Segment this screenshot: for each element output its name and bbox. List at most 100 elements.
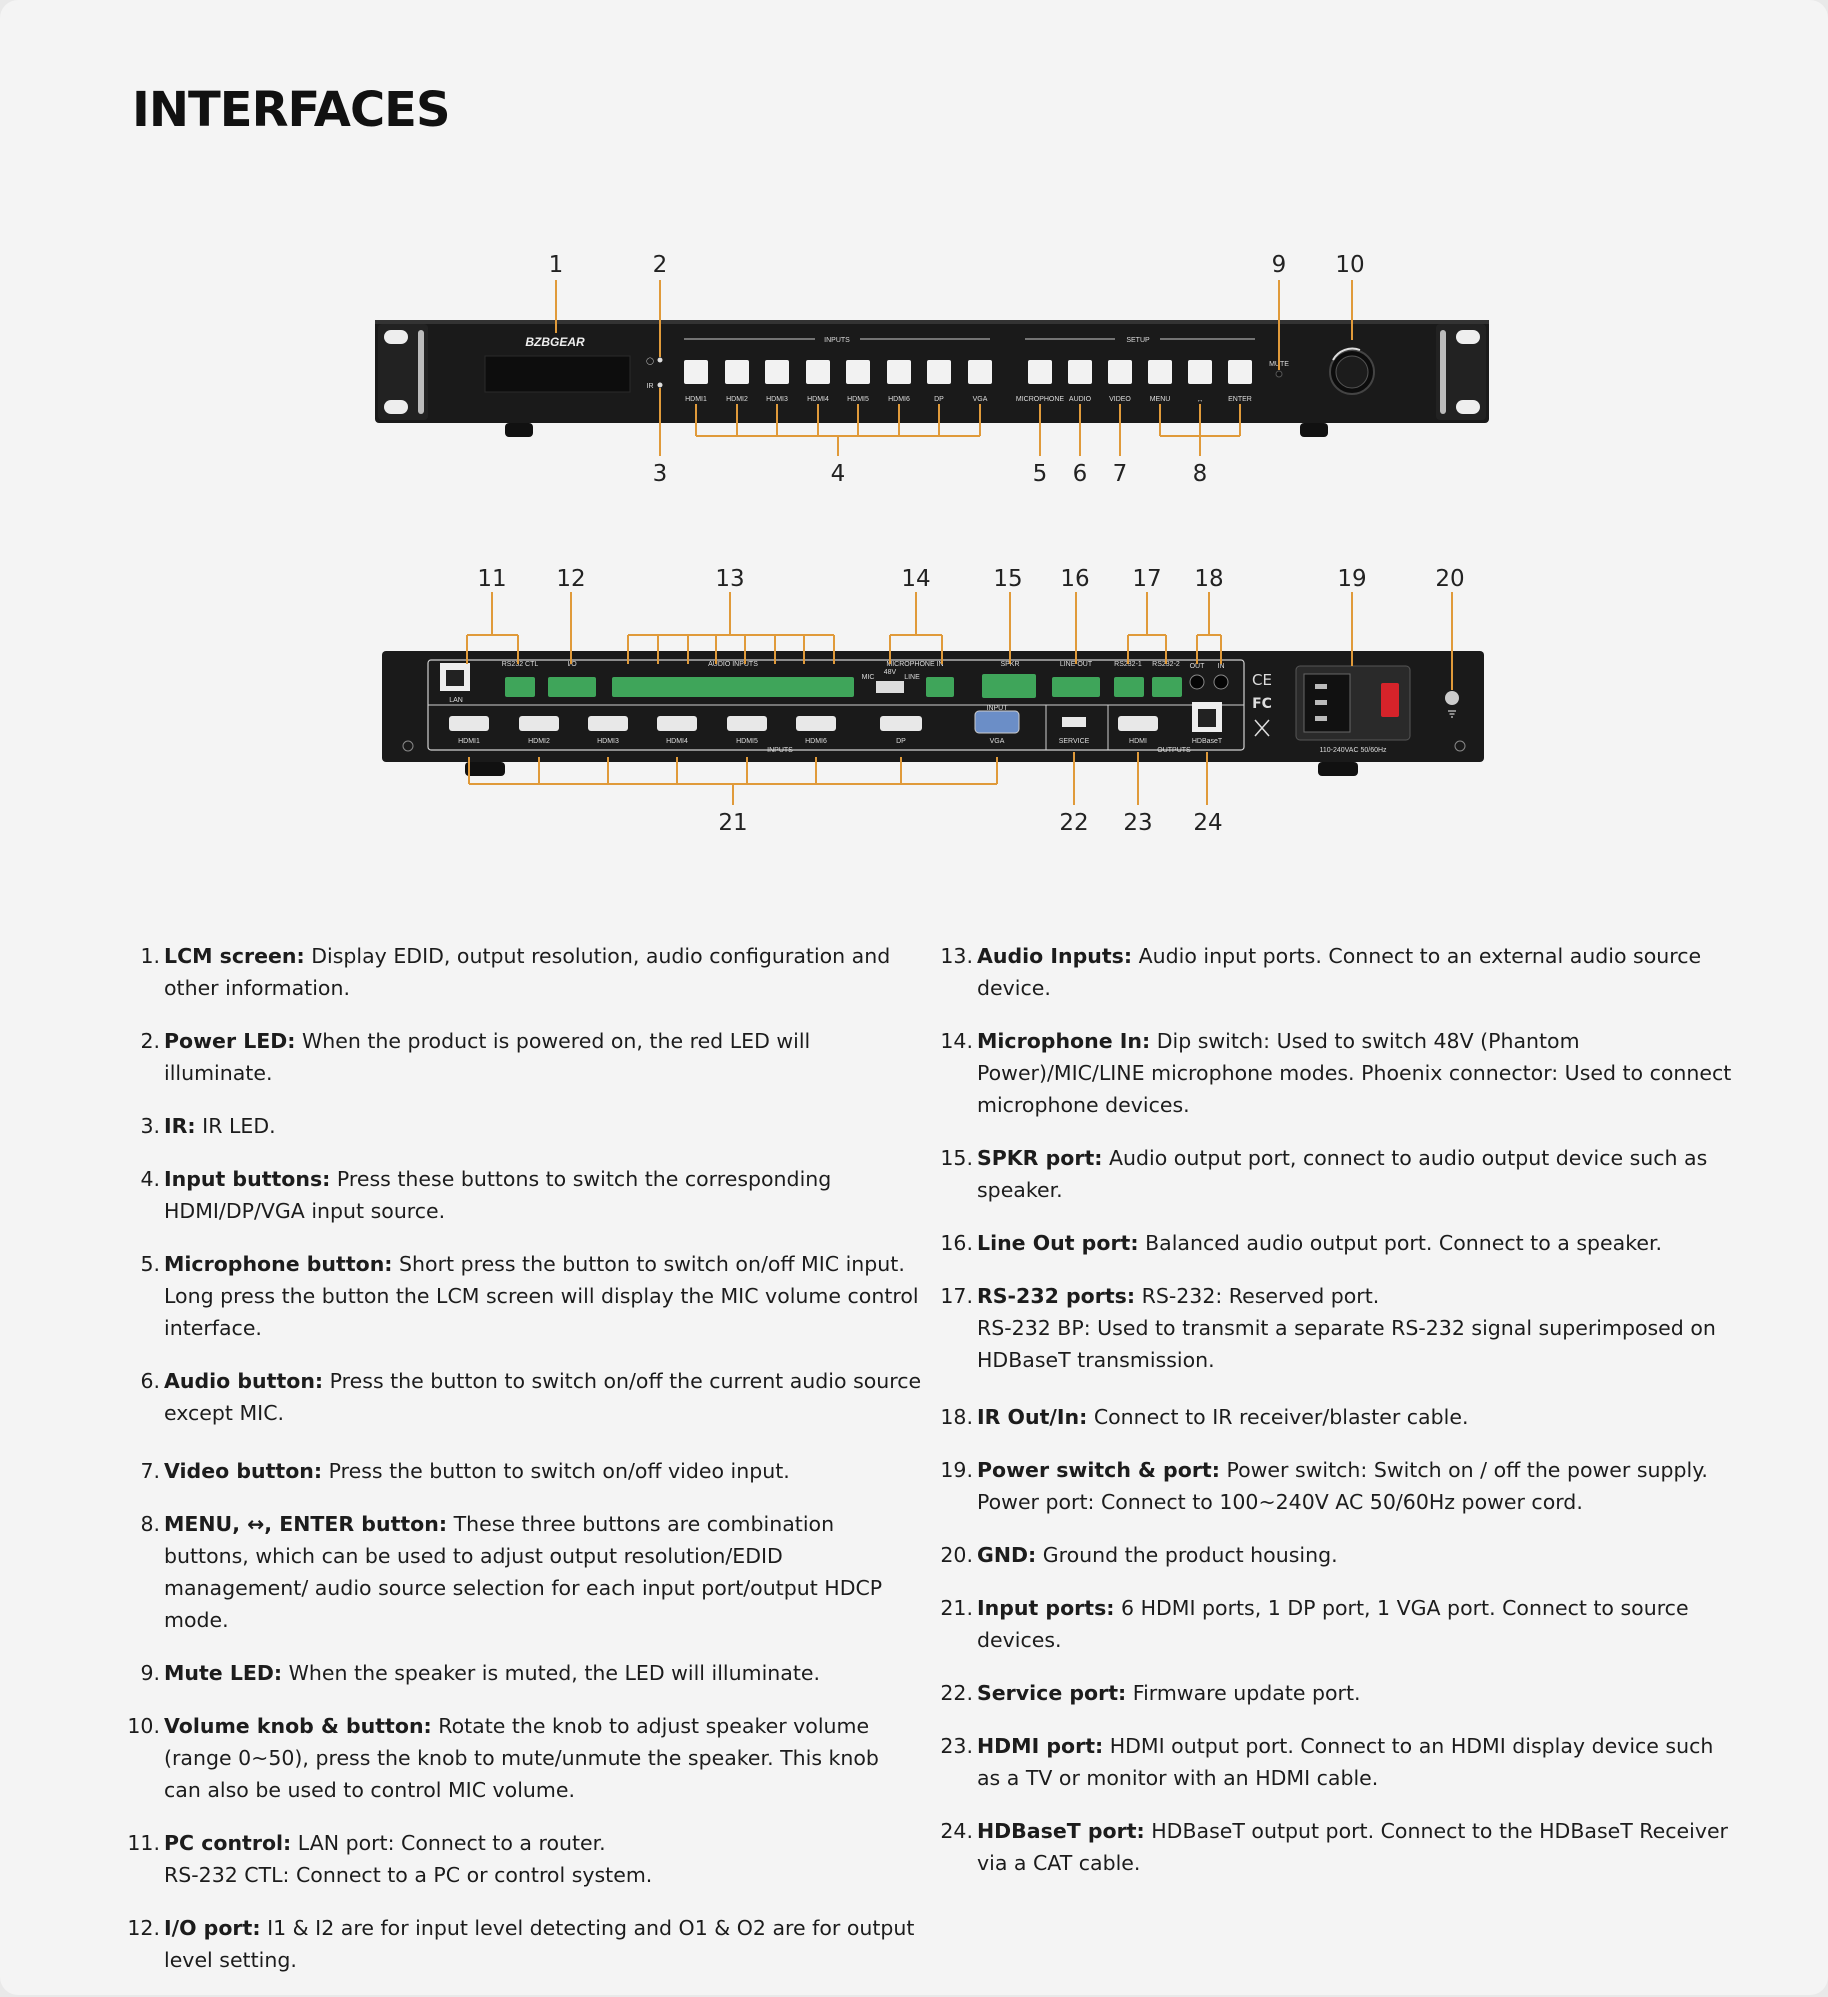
list-item: 14.Microphone In: Dip switch: Used to sw… [940,1029,1732,1117]
hdmi-input-port[interactable] [657,716,697,731]
input-button-hdmi3[interactable] [765,360,789,384]
input-button-hdmi6[interactable] [887,360,911,384]
mic-switch-label: LINE [904,674,920,681]
device-diagram: BZBGEAR ◯ IR INPUTS SETUP [375,252,1489,836]
audio-input-ports[interactable] [612,677,854,697]
hdmi-output-port[interactable] [1118,716,1158,731]
input-buttons: HDMI1 HDMI2 HDMI3 HDMI4 HDMI5 HDMI6 DP V… [684,360,992,403]
list-item: 20.GND: Ground the product housing. [940,1543,1338,1567]
hdmi-output-label: HDMI [1129,738,1147,745]
callout-number: 9 [1272,252,1287,278]
handle-icon [418,330,424,414]
ir-in-jack[interactable] [1213,674,1229,690]
hdmi-input-port[interactable] [519,716,559,731]
ground-icon [1448,710,1456,718]
port-label: HDMI5 [736,738,758,745]
line-out-port[interactable] [1052,677,1100,697]
list-item: 24.HDBaseT port: HDBaseT output port. Co… [940,1819,1728,1875]
rs232-2-port[interactable] [1152,677,1182,697]
callout-number: 21 [718,810,747,836]
input-button-vga[interactable] [968,360,992,384]
enter-button[interactable] [1228,360,1252,384]
power-led [657,357,663,363]
dp-input-port[interactable] [880,716,922,731]
rs232-2-label: RS232-2 [1152,661,1180,668]
rear-callout-lines [466,592,1453,805]
ir-out-label: OUT [1190,663,1206,670]
input-button-hdmi1[interactable] [684,360,708,384]
screw-icon [1454,740,1466,752]
rs232-ctl-label: RS232 CTL [502,661,539,668]
hdmi-input-port[interactable] [727,716,767,731]
input-button-hdmi5[interactable] [846,360,870,384]
list-item: 22.Service port: Firmware update port. [940,1681,1361,1705]
port-label: VGA [990,738,1005,745]
gnd-terminal[interactable] [1445,691,1459,705]
service-label: SERVICE [1059,738,1090,745]
list-item: 3.IR: IR LED. [140,1114,276,1138]
power-rating: 110-240VAC 50/60Hz [1319,747,1387,754]
list-item: 15.SPKR port: Audio output port, connect… [940,1146,1708,1202]
ir-out-jack[interactable] [1189,674,1205,690]
port-label: HDMI4 [666,738,688,745]
list-item: 7.Video button: Press the button to swit… [140,1459,790,1483]
ir-led-label: IR [647,383,654,390]
list-item: 11.PC control: LAN port: Connect to a ro… [127,1831,653,1887]
input-button-dp[interactable] [927,360,951,384]
handle-icon [1440,330,1446,414]
hdmi-input-port[interactable] [796,716,836,731]
setup-button-label: MENU [1150,396,1171,403]
callout-number: 17 [1132,566,1161,592]
microphone-in-label: MICROPHONE IN [886,661,943,668]
audio-inputs-label: AUDIO INPUTS [708,661,758,668]
input-label: INPUT [987,705,1009,712]
brand-logo: BZBGEAR [525,335,585,349]
line-out-label: LINE OUT [1060,661,1093,668]
input-button-label: VGA [973,396,988,403]
menu-button[interactable] [1148,360,1172,384]
rs232-ctl-port[interactable] [505,677,535,697]
port-label: HDMI6 [805,738,827,745]
page-title: INTERFACES [132,82,451,138]
input-button-hdmi2[interactable] [725,360,749,384]
port-label: HDMI3 [597,738,619,745]
microphone-button[interactable] [1028,360,1052,384]
list-item: 2.Power LED: When the product is powered… [140,1029,811,1085]
list-item: 13.Audio Inputs: Audio input ports. Conn… [940,944,1702,1000]
list-item: 23.HDMI port: HDMI output port. Connect … [940,1734,1714,1790]
callout-number: 4 [831,461,846,487]
power-switch[interactable] [1381,683,1399,717]
weee-bin-icon [1254,719,1270,737]
mic-switch-label: 48V [884,669,897,676]
list-item: 12.I/O port: I1 & I2 are for input level… [127,1916,915,1972]
io-port[interactable] [548,677,596,697]
spkr-port[interactable] [982,674,1036,698]
mic-switch-label: MIC [862,674,875,681]
vga-input-port[interactable] [974,710,1020,734]
input-button-hdmi4[interactable] [806,360,830,384]
callout-number: 2 [653,252,668,278]
rear-callouts: 11 12 13 14 15 16 17 18 19 20 21 22 23 2… [477,566,1464,836]
callout-number: 13 [715,566,744,592]
hdmi-input-port[interactable] [588,716,628,731]
lan-label: LAN [449,697,463,704]
service-port[interactable] [1062,717,1086,727]
callout-number: 6 [1073,461,1088,487]
spkr-label: SPKR [1000,661,1019,668]
callout-number: 10 [1335,252,1364,278]
port-label: HDMI2 [528,738,550,745]
rack-slot-icon [384,400,408,414]
audio-button[interactable] [1068,360,1092,384]
hdmi-input-port[interactable] [449,716,489,731]
dip-switch[interactable] [876,681,904,693]
lcm-screen [484,355,631,393]
arrow-button[interactable] [1188,360,1212,384]
microphone-in-port[interactable] [926,677,954,697]
callout-number: 12 [556,566,585,592]
input-button-label: HDMI3 [766,396,788,403]
io-label: I/O [567,661,577,668]
list-item: 6.Audio button: Press the button to swit… [140,1369,922,1425]
video-button[interactable] [1108,360,1132,384]
rs232-1-port[interactable] [1114,677,1144,697]
list-item: 5.Microphone button: Short press the but… [140,1252,919,1340]
